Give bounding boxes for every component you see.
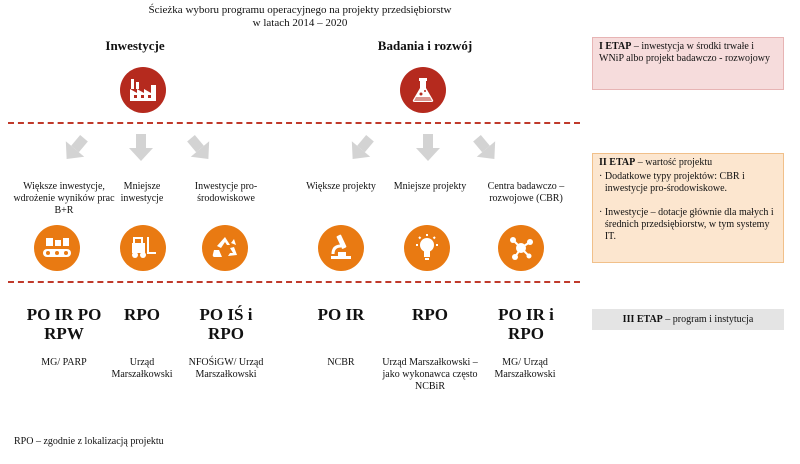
institution-label-6: MG/ Urząd Marszałkowski (494, 357, 556, 380)
program-label-1: PO IR PO RPW (26, 305, 102, 343)
institution-label-5: Urząd Marszałkowski – jako wykonawca czę… (382, 357, 478, 392)
arrow-left-2 (343, 130, 380, 167)
stage-3-name: III ETAP (622, 314, 663, 325)
program-label-2: RPO (124, 305, 160, 324)
stage-2-bullet-2: Inwestycje – dotacje głównie dla małych … (604, 207, 774, 242)
forklift-icon (120, 225, 166, 271)
arrow-down-1 (129, 134, 153, 161)
stage-3-box: III ETAP – program i instytucja (592, 309, 784, 330)
category-label-3: Inwestycje pro-środowiskowe (194, 181, 258, 204)
stage-divider-2 (8, 281, 580, 283)
category-label-1: Większe inwestycje, wdrożenie wyników pr… (13, 181, 115, 216)
diagram-title: Ścieżka wyboru programu operacyjnego na … (90, 4, 510, 30)
title-line-1: Ścieżka wyboru programu operacyjnego na … (148, 4, 452, 16)
arrow-left-1 (57, 130, 94, 167)
stage-1-box: I ETAP – inwestycja w środki trwałe i WN… (592, 37, 784, 90)
recycle-icon (202, 225, 248, 271)
stage-1-name: I ETAP (599, 41, 632, 52)
heading-investments: Inwestycje (105, 38, 165, 53)
program-label-4: PO IR (317, 305, 365, 324)
bullet-icon: · (599, 171, 605, 182)
stage-3-text: – program i instytucja (662, 314, 754, 325)
lightbulb-icon (404, 225, 450, 271)
program-label-5: RPO (412, 305, 448, 324)
stage-2-bullet-1: Dodatkowe typy projektów: CBR i inwestyc… (604, 171, 745, 194)
arrow-down-2 (416, 134, 440, 161)
factory-icon (120, 67, 166, 113)
arrow-right-2 (467, 130, 504, 167)
conveyor-icon (34, 225, 80, 271)
institution-label-2: Urząd Marszałkowski (111, 357, 173, 380)
category-label-2: Mniejsze inwestycje (120, 181, 164, 204)
institution-label-4: NCBR (327, 357, 355, 368)
institution-label-3: NFOŚiGW/ Urząd Marszałkowski (188, 357, 264, 380)
category-label-6: Centra badawczo – rozwojowe (CBR) (487, 181, 565, 204)
title-line-2: w latach 2014 – 2020 (252, 17, 348, 29)
bullet-icon: · (599, 207, 605, 218)
arrow-right-1 (181, 130, 218, 167)
program-label-3: PO IŚ i RPO (199, 305, 253, 343)
heading-research: Badania i rozwój (377, 38, 473, 53)
microscope-icon (318, 225, 364, 271)
program-label-6: PO IR i RPO (498, 305, 554, 343)
flask-icon (400, 67, 446, 113)
molecule-icon (498, 225, 544, 271)
stage-2-box: II ETAP – wartość projektu · Dodatkowe t… (592, 153, 784, 263)
stage-2-name: II ETAP (599, 157, 636, 168)
category-label-4: Większe projekty (306, 181, 376, 192)
institution-label-1: MG/ PARP (41, 357, 87, 368)
arrows (57, 130, 504, 167)
footer-note: RPO – zgodnie z lokalizacją projektu (14, 436, 164, 447)
stage-2-text: – wartość projektu (635, 157, 713, 168)
stage-divider-1 (8, 122, 580, 124)
category-label-5: Mniejsze projekty (393, 181, 467, 192)
stage-1-text: – inwestycja w środki trwałe i WNiP albo… (599, 41, 770, 64)
